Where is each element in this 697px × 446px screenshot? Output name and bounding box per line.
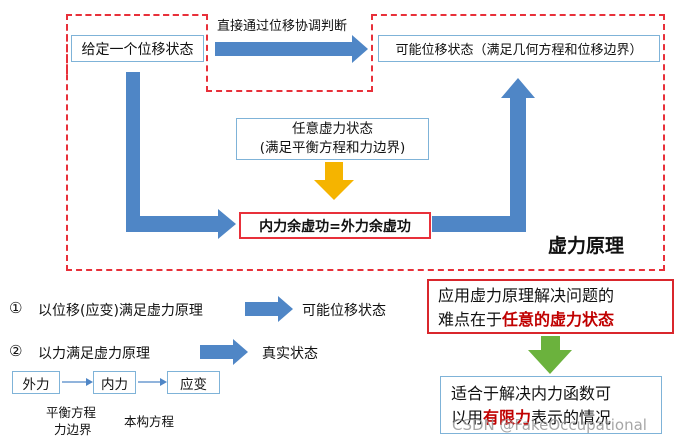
given-state-box: 给定一个位移状态 <box>71 35 204 62</box>
difficulty-line1: 应用虚力原理解决问题的 <box>438 286 615 305</box>
list-item2-marker: ② <box>9 342 23 360</box>
list-arrow-2 <box>200 339 248 365</box>
suitable-line2-emphasis: 有限力 <box>483 408 532 427</box>
top-dashed-top-left <box>66 14 208 16</box>
stress-box: 应变 <box>167 371 220 394</box>
virtual-force-box: 任意虚力状态 (满足平衡方程和力边界) <box>236 118 429 160</box>
given-state-text: 给定一个位移状态 <box>81 41 194 58</box>
suitable-line2: 以用有限力表示的情况 <box>451 406 661 430</box>
top-dashed-region <box>66 14 665 271</box>
list-item1-text: 以位移(应变)满足虚力原理 <box>38 303 203 319</box>
virtual-force-line1: 任意虚力状态 <box>292 121 373 137</box>
difficulty-line2-prefix: 难点在于 <box>438 310 503 329</box>
chain-arrow-1-head <box>86 378 93 386</box>
direct-check-label: 直接通过位移协调判断 <box>217 19 348 34</box>
green-down-arrow <box>528 336 572 374</box>
work-equation-box: 内力余虚功=外力余虚功 <box>239 212 431 239</box>
yellow-down-arrow <box>314 162 354 200</box>
watermark: CSDN @FakeOccupational <box>452 416 647 434</box>
suitable-box: 适合于解决内力函数可 以用有限力表示的情况 <box>440 376 662 434</box>
l-arrow <box>126 72 236 239</box>
list-item1-marker: ① <box>9 299 23 317</box>
principle-title: 虚力原理 <box>548 235 625 257</box>
up-arrow <box>432 78 535 232</box>
possible-state-box: 可能位移状态（满足几何方程和位移边界） <box>378 35 660 62</box>
external-force-box: 外力 <box>12 371 60 394</box>
list-arrow-1 <box>245 296 293 322</box>
virtual-force-line2: (满足平衡方程和力边界) <box>259 140 406 156</box>
internal-force-text: 内力 <box>101 376 128 393</box>
suitable-line2-prefix: 以用 <box>451 408 484 427</box>
list-item2-result: 真实状态 <box>262 346 318 362</box>
external-force-text: 外力 <box>22 376 50 393</box>
constitutive-label: 本构方程 <box>124 414 175 429</box>
equilibrium-line2: 力边界 <box>54 422 92 437</box>
work-equation-text: 内力余虚功=外力余虚功 <box>259 218 411 235</box>
top-dashed-top-right <box>371 14 665 16</box>
list-item2-text: 以力满足虚力原理 <box>38 346 150 362</box>
suitable-line1: 适合于解决内力函数可 <box>451 384 612 403</box>
internal-force-box: 内力 <box>93 371 136 394</box>
top-dashed-notch <box>206 14 373 92</box>
difficulty-box: 应用虚力原理解决问题的 难点在于任意的虚力状态 <box>427 279 674 334</box>
chain-arrow-2-head <box>160 378 167 386</box>
stress-text: 应变 <box>180 376 207 393</box>
possible-state-text: 可能位移状态（满足几何方程和位移边界） <box>395 43 643 58</box>
direct-arrow <box>215 35 368 63</box>
list-item1-result: 可能位移状态 <box>302 303 386 319</box>
equilibrium-line1: 平衡方程 <box>46 405 97 420</box>
difficulty-line2-emphasis: 任意的虚力状态 <box>502 310 615 329</box>
difficulty-line2: 难点在于任意的虚力状态 <box>438 308 672 332</box>
suitable-line2-suffix: 表示的情况 <box>531 408 612 427</box>
